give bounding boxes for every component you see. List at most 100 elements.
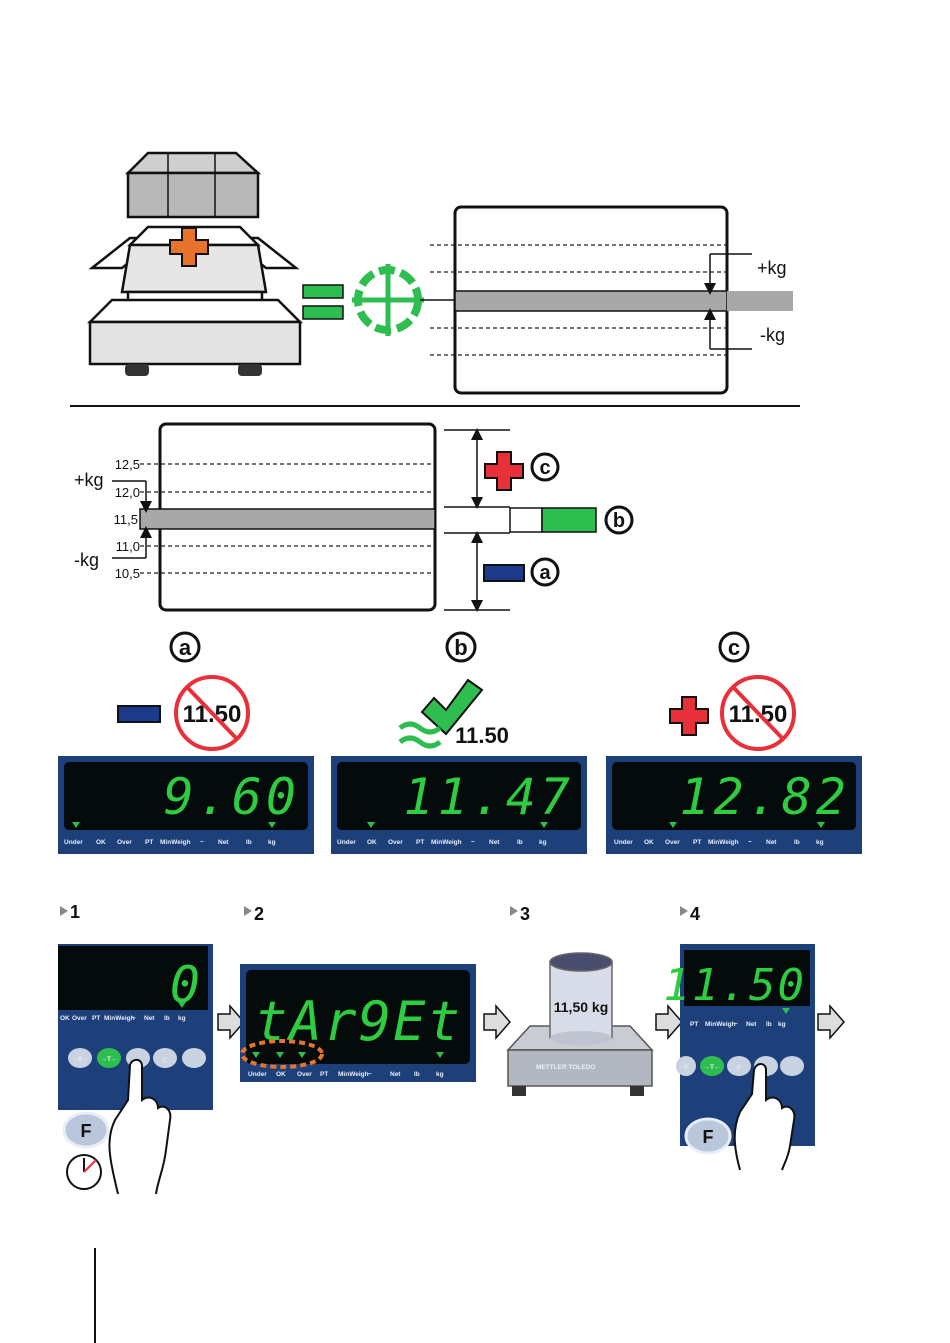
step-4-terminal: 11.50 PT MinWeigh ~ Net lb kg →0← →T← F … [664,944,815,1171]
function-key-enlarged [62,1111,110,1149]
tick-label: 10,5 [115,566,140,581]
svg-text:Over: Over [297,1071,312,1078]
svg-text:Over: Over [117,839,132,846]
svg-text:Net: Net [766,839,777,846]
result-c: c 11.50 12.82 [606,631,862,854]
equals-icon [302,284,344,320]
weight-label: 11,50 kg [554,999,609,1015]
svg-text:Under: Under [614,839,633,846]
step-number: 2 [254,904,264,924]
result-letter: c [728,635,740,660]
svg-text:OK: OK [276,1071,286,1078]
zero-key[interactable] [676,1056,696,1076]
target-value: 11.50 [455,723,509,748]
svg-text:Under: Under [337,839,356,846]
step-labels: 1 2 3 4 [60,902,700,924]
svg-text:PT: PT [145,839,153,846]
stable-icon [398,721,442,749]
zone-a-label: a [539,562,551,584]
function-key[interactable] [727,1056,751,1076]
svg-text:MinWeigh: MinWeigh [160,839,191,846]
svg-text:kg: kg [178,1015,186,1022]
svg-text:→0←: →0← [72,1056,89,1063]
step-number: 4 [690,904,700,924]
weight-readout: 9.60 [164,768,300,826]
svg-text:Net: Net [144,1015,155,1022]
svg-text:kg: kg [539,839,547,846]
svg-text:OK: OK [60,1015,70,1022]
svg-text:kg: kg [268,839,276,846]
weight-readout: 11.47 [403,768,574,826]
svg-text:~: ~ [748,839,752,846]
svg-text:Net: Net [489,839,500,846]
indicator-labels-c: Under OK Over PT MinWeigh ~ Net lb kg [614,839,824,846]
svg-text:PT: PT [92,1015,100,1022]
svg-text:OK: OK [644,839,654,846]
minus-kg-label: -kg [760,325,785,345]
svg-text:MinWeigh: MinWeigh [705,1021,736,1028]
svg-text:F: F [737,1065,741,1072]
indicator-labels-a: Under OK Over PT MinWeigh ~ Net lb kg [64,839,276,846]
minus-kg-label: -kg [74,550,99,570]
tolerance-chart-top: +kg -kg [430,205,793,395]
step-1-terminal: 0 OK Over PT MinWeigh ~ Net lb kg →0← →T… [58,944,213,1195]
svg-text:Net: Net [390,1071,401,1078]
svg-text:F: F [81,1121,92,1141]
target-crosshair-icon [352,264,424,336]
svg-text:Under: Under [248,1071,267,1078]
svg-text:~: ~ [368,1071,372,1078]
zone-c-label: c [539,457,550,479]
svg-text:PT: PT [690,1021,698,1028]
transfer-key[interactable] [780,1056,804,1076]
svg-text:→0←: →0← [678,1064,695,1071]
result-letter: a [179,635,192,660]
svg-text:PT: PT [320,1071,328,1078]
indicator-labels-b: Under OK Over PT MinWeigh ~ Net lb kg [337,839,547,846]
svg-text:Net: Net [746,1021,757,1028]
weight-readout: 12.82 [679,768,850,826]
tick-label: 11,0 [116,539,140,554]
brand-label: METTLER TOLEDO [536,1064,595,1071]
svg-text:lb: lb [766,1021,772,1028]
zone-brackets: c b a [444,428,634,612]
svg-text:MinWeigh: MinWeigh [338,1071,369,1078]
svg-text:PT: PT [693,839,701,846]
svg-text:MinWeigh: MinWeigh [708,839,739,846]
svg-text:→T←: →T← [704,1064,721,1071]
clear-key[interactable] [153,1048,177,1068]
svg-text:~: ~ [471,839,475,846]
hand-pointer-icon [733,1063,796,1171]
svg-text:→T←: →T← [101,1056,118,1063]
tick-label: 12,0 [115,485,140,500]
function-key-enlarged [684,1117,732,1155]
svg-text:Over: Over [388,839,403,846]
step-arrows [217,1004,845,1040]
step-4-display: 11.50 [664,960,806,1011]
svg-text:Over: Over [665,839,680,846]
svg-text:lb: lb [414,1071,420,1078]
tick-label: 11,5 [114,512,138,527]
svg-text:lb: lb [164,1015,170,1022]
tare-key[interactable] [700,1056,724,1076]
svg-text:MinWeigh: MinWeigh [431,839,462,846]
svg-text:kg: kg [816,839,824,846]
svg-text:PT: PT [416,839,424,846]
check-icon [420,678,484,736]
svg-text:~: ~ [132,1015,136,1022]
svg-text:OK: OK [96,839,106,846]
svg-text:lb: lb [517,839,523,846]
tare-key[interactable] [97,1048,121,1068]
highlight-ring [240,1039,324,1069]
svg-text:lb: lb [794,839,800,846]
svg-text:F: F [703,1127,714,1147]
scale-with-box [86,151,304,376]
svg-text:~: ~ [200,839,204,846]
result-b: b 11.50 11.47 [331,631,587,854]
hand-pointer-icon [108,1058,172,1195]
step-1-display: 0 [170,956,200,1014]
step-3-scale: METTLER TOLEDO 11,50 kg [506,952,654,1096]
transfer-key[interactable] [182,1048,206,1068]
svg-text:OK: OK [367,839,377,846]
zero-key[interactable] [68,1048,92,1068]
